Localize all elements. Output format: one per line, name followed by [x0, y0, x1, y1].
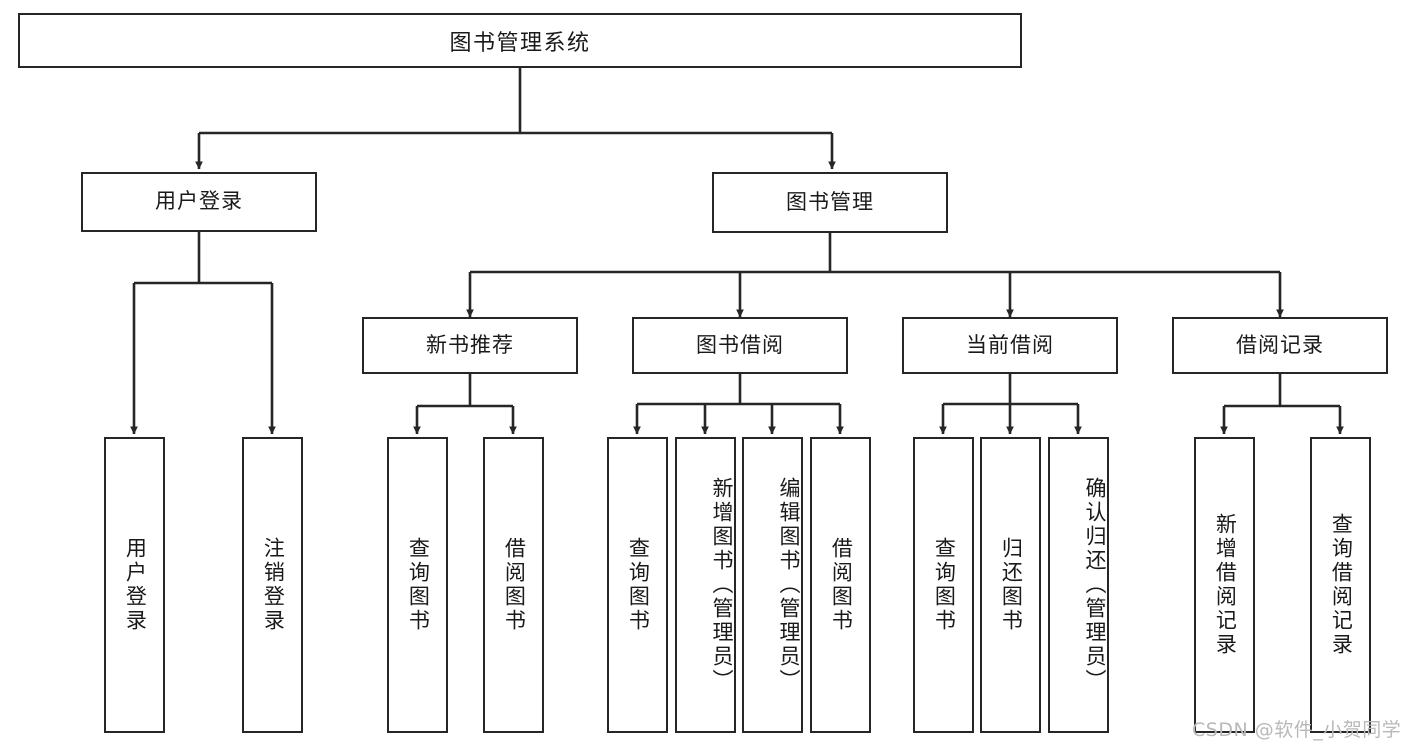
node-borrow-record[interactable]: 借阅记录 — [1172, 317, 1388, 374]
leaf-add-book-admin[interactable]: 新增图书（管理员） — [675, 437, 736, 733]
csdn-watermark: CSDN @软件_小贺同学 — [1192, 719, 1402, 741]
node-root-system[interactable]: 图书管理系统 — [18, 13, 1022, 68]
leaf-confirm-return-admin[interactable]: 确认归还（管理员） — [1048, 437, 1109, 733]
leaf-borrow-book-recommend[interactable]: 借阅图书 — [483, 437, 544, 733]
leaf-query-borrow-record[interactable]: 查询借阅记录 — [1310, 437, 1371, 733]
leaf-query-book-borrow[interactable]: 查询图书 — [607, 437, 668, 733]
node-book-borrow[interactable]: 图书借阅 — [632, 317, 848, 374]
leaf-edit-book-admin[interactable]: 编辑图书（管理员） — [742, 437, 803, 733]
node-new-book-recommend[interactable]: 新书推荐 — [362, 317, 578, 374]
node-user-login[interactable]: 用户登录 — [81, 172, 317, 232]
leaf-logout-login[interactable]: 注销登录 — [242, 437, 303, 733]
leaf-borrow-book[interactable]: 借阅图书 — [810, 437, 871, 733]
leaf-return-book[interactable]: 归还图书 — [980, 437, 1041, 733]
leaf-add-borrow-record[interactable]: 新增借阅记录 — [1194, 437, 1255, 733]
node-book-manage[interactable]: 图书管理 — [712, 172, 948, 233]
leaf-query-book-current[interactable]: 查询图书 — [913, 437, 974, 733]
leaf-query-book-recommend[interactable]: 查询图书 — [387, 437, 448, 733]
node-current-borrow[interactable]: 当前借阅 — [902, 317, 1118, 374]
leaf-user-login[interactable]: 用户登录 — [104, 437, 165, 733]
